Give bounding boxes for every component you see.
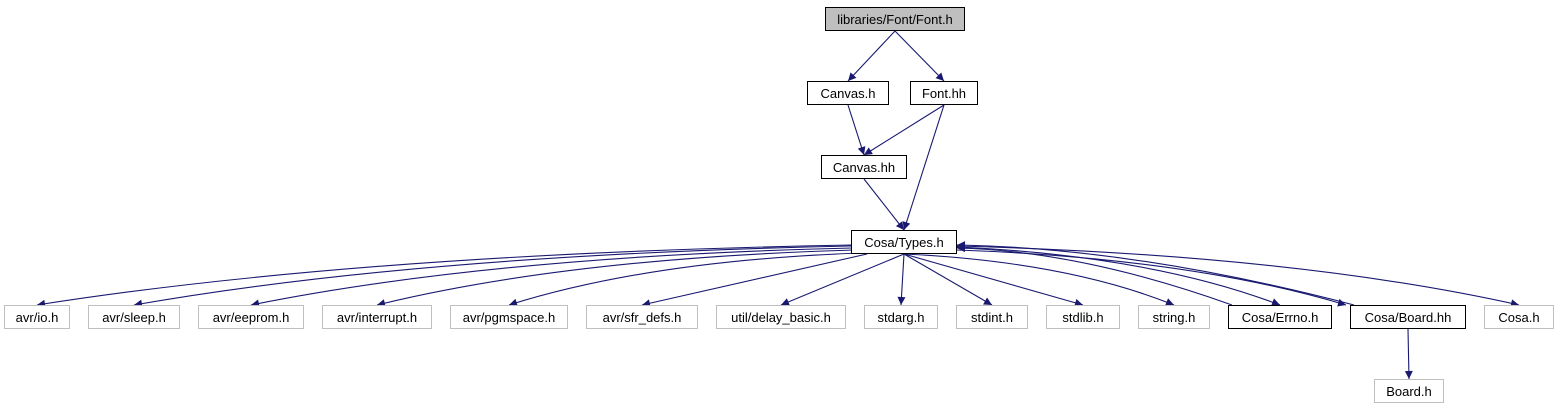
edge-types-h-to-avr-pgmspace xyxy=(508,252,861,307)
edge-font-hh-to-types-h xyxy=(902,104,945,231)
edge-cosa-board-to-board-h xyxy=(1404,328,1413,380)
edge-types-h-to-stdlib xyxy=(903,253,1084,307)
edge-types-h-to-avr-sleep xyxy=(133,245,852,308)
edge-types-h-to-cosa-errno xyxy=(956,246,1281,306)
node-util-delay-basic-h: util/delay_basic.h xyxy=(716,305,846,329)
edge-types-h-to-cosa-h xyxy=(956,245,1520,308)
node-stdint-h: stdint.h xyxy=(956,305,1028,329)
edge-types-h-to-avr-sfr-defs xyxy=(641,253,868,308)
node-string-h: string.h xyxy=(1138,305,1210,329)
edge-types-h-to-avr-eeprom xyxy=(250,247,853,308)
node-avr-pgmspace-h: avr/pgmspace.h xyxy=(450,305,568,329)
edge-font-h-to-canvas-h xyxy=(847,30,896,82)
edge-types-h-to-stdint xyxy=(903,253,993,306)
node-board-h: Board.h xyxy=(1374,379,1444,403)
node-stdlib-h: stdlib.h xyxy=(1046,305,1120,329)
node-avr-eeprom-h: avr/eeprom.h xyxy=(198,305,304,329)
node-cosa-errno-h[interactable]: Cosa/Errno.h xyxy=(1228,305,1332,329)
edge-types-h-to-cosa-board xyxy=(956,249,1347,307)
edge-types-h-to-util-delay-basic xyxy=(780,253,905,306)
node-avr-sleep-h: avr/sleep.h xyxy=(88,305,180,329)
edge-types-h-to-avr-io xyxy=(36,244,852,308)
node-font-h[interactable]: libraries/Font/Font.h xyxy=(825,7,965,31)
edge-canvas-h-to-canvas-hh xyxy=(847,104,866,156)
node-cosa-types-h[interactable]: Cosa/Types.h xyxy=(851,230,957,254)
node-canvas-hh[interactable]: Canvas.hh xyxy=(821,155,907,179)
node-avr-interrupt-h: avr/interrupt.h xyxy=(322,305,432,329)
node-avr-io-h: avr/io.h xyxy=(4,305,70,329)
node-stdarg-h: stdarg.h xyxy=(864,305,938,329)
edge-font-h-to-font-hh xyxy=(894,30,945,82)
edge-types-h-to-avr-interrupt xyxy=(376,249,856,307)
node-canvas-h[interactable]: Canvas.h xyxy=(807,81,889,105)
node-cosa-board-hh[interactable]: Cosa/Board.hh xyxy=(1350,305,1466,329)
edge-canvas-hh-to-types-h xyxy=(863,178,905,231)
edge-font-hh-to-canvas-hh xyxy=(863,104,945,156)
node-font-hh[interactable]: Font.hh xyxy=(910,81,978,105)
edge-cosa-board-to-types-h xyxy=(956,241,1355,306)
node-avr-sfr-defs-h: avr/sfr_defs.h xyxy=(586,305,698,329)
edge-types-h-to-stdarg xyxy=(897,253,906,306)
edge-types-h-to-string-h xyxy=(903,253,1175,306)
node-cosa-h: Cosa.h xyxy=(1484,305,1554,329)
edge-cosa-errno-to-types-h xyxy=(956,244,1233,306)
